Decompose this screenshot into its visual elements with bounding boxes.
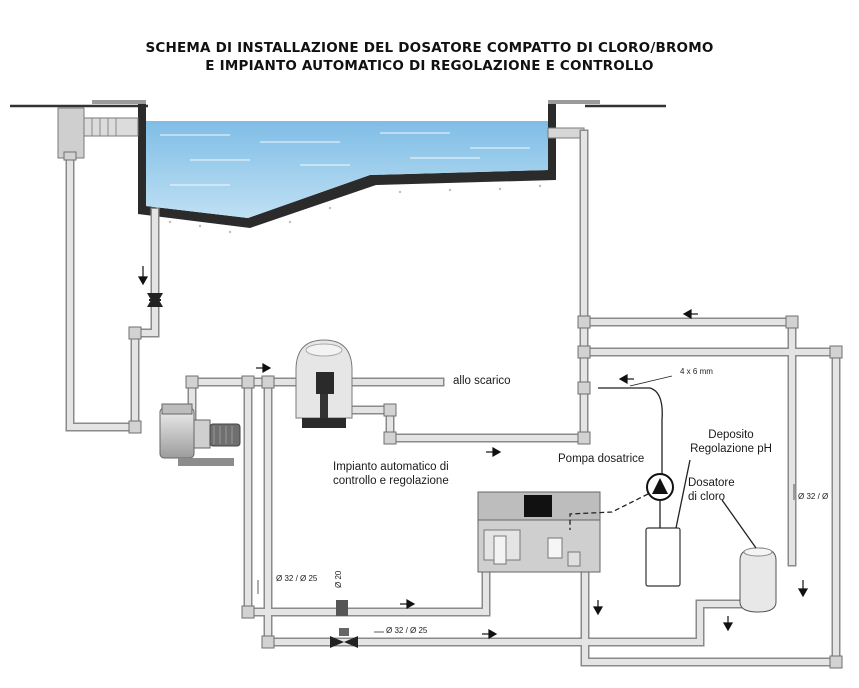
diameter-label-20: Ø 20 <box>334 570 343 588</box>
circulation-pump <box>159 403 241 466</box>
control-unit <box>477 491 601 573</box>
dimension-marks <box>257 484 795 633</box>
sample-valve <box>336 600 348 616</box>
pump-label: Pompa dosatrice <box>558 453 645 465</box>
ph-label-line-2: Regolazione pH <box>690 443 772 455</box>
pool-water <box>146 121 548 218</box>
diameter-label-left: Ø 32 / Ø 25 <box>276 574 318 583</box>
dosing-pump <box>646 473 674 501</box>
pool-basin <box>92 100 600 234</box>
chlorine-feeder <box>739 547 777 613</box>
control-label-line-2: controllo e regolazione <box>333 475 449 487</box>
flow-arrows <box>137 266 809 640</box>
bypass-valve <box>330 628 358 648</box>
drain-label: allo scarico <box>453 375 511 387</box>
tube-size-label: 4 x 6 mm <box>680 367 713 376</box>
display-screen <box>524 495 552 517</box>
drain-valve <box>147 293 163 307</box>
ph-tank <box>645 527 681 587</box>
skimmer <box>57 107 139 159</box>
ph-label-line-1: Deposito <box>708 429 754 441</box>
diagram-title-line-2: E IMPIANTO AUTOMATICO DI REGOLAZIONE E C… <box>205 58 654 74</box>
chlorine-label-line-2: di cloro <box>688 491 726 503</box>
chlorine-label-line-1: Dosatore <box>688 477 735 489</box>
sand-filter <box>295 339 353 428</box>
diameter-label-right: Ø 32 / Ø <box>798 492 829 501</box>
control-label-line-1: Impianto automatico di <box>333 461 449 473</box>
diagram-title-line-1: SCHEMA DI INSTALLAZIONE DEL DOSATORE COM… <box>145 40 714 56</box>
dosing-tubing <box>569 375 757 549</box>
diameter-label-bottom: Ø 32 / Ø 25 <box>386 626 428 635</box>
return-inlet <box>547 127 585 139</box>
